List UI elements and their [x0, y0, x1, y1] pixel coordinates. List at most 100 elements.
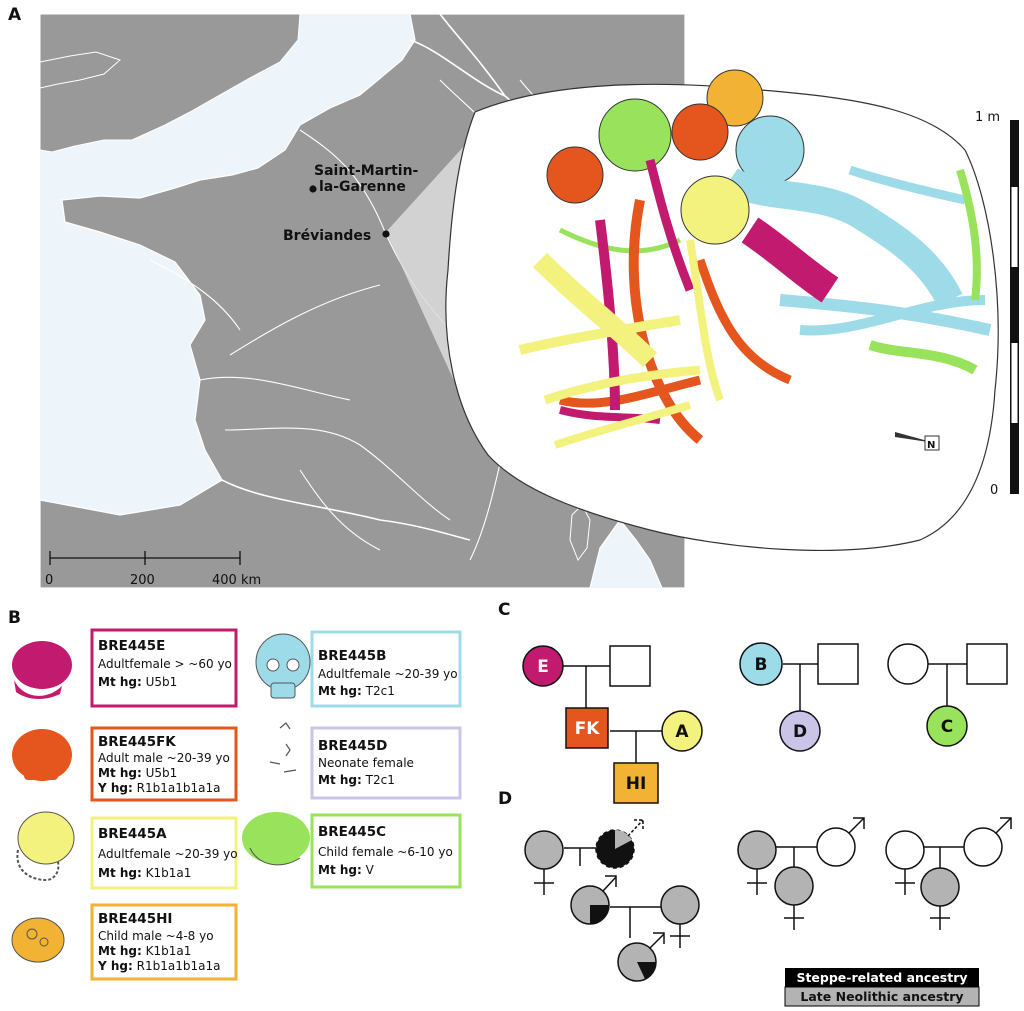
pedigree-node-d: [779, 710, 821, 752]
skull-icon-e: [12, 641, 72, 699]
bre445fk-mt: U5b1: [146, 766, 178, 780]
north-arrow: N: [895, 432, 940, 451]
pedigree-node-c: [926, 705, 968, 747]
ancestry-node-fk: [570, 875, 617, 925]
panel-label-d: D: [498, 789, 512, 809]
place-marker-breviandes: [382, 230, 390, 238]
legend-neolithic-swatch: [784, 986, 980, 1007]
bre445b-mt: T2c1: [365, 684, 395, 698]
bre445d-id: BRE445D: [318, 738, 387, 754]
bre445c-mt: V: [366, 863, 375, 877]
bre445d-desc: Neonate female: [318, 756, 414, 770]
svg-text:Mt hg: U5b1: Mt hg: U5b1: [98, 766, 177, 780]
bre445b-mt-label: Mt hg:: [318, 684, 362, 698]
skull-icon-hi: [11, 917, 65, 963]
pedigree-label-d: D: [793, 722, 807, 742]
ancestry-node-e: [524, 830, 564, 895]
pedigree-node-c-father: [966, 643, 1008, 685]
skull-icon-a: [16, 811, 75, 882]
ancestry-node-c: [920, 867, 960, 930]
info-box-bre445hi: BRE445HI Child male ~4-8 yo Mt hg: K1b1a…: [90, 903, 238, 981]
pedigree-node-hi: [613, 762, 659, 804]
place-marker-saint-martin: [309, 185, 317, 193]
pedigree-node-b: [739, 642, 783, 686]
skull-icon-fk: [12, 729, 72, 781]
bre445e-mt: U5b1: [146, 675, 178, 689]
bre445fk-id: BRE445FK: [98, 734, 176, 750]
pedigree-label-hi: HI: [626, 774, 647, 794]
bre445e-id: BRE445E: [98, 638, 165, 654]
skull-icon-c: [242, 812, 310, 866]
pedigree-node-c-mother: [887, 643, 929, 685]
bre445c-desc: Child female ~6-10 yo: [318, 845, 453, 859]
svg-text:Y hg: R1b1a1b1a1a: Y hg: R1b1a1b1a1a: [97, 959, 220, 973]
legend-steppe-swatch: [785, 968, 979, 987]
svg-text:Y hg: R1b1a1b1a1a: Y hg: R1b1a1b1a1a: [97, 781, 220, 795]
map-britain-west: [39, 51, 121, 89]
pedigree-c: E FK A HI B D C: [522, 642, 1008, 804]
place-label-breviandes: Bréviandes: [283, 228, 371, 244]
pedigree-node-b-mate: [817, 643, 859, 685]
bre445hi-y: R1b1a1b1a1a: [137, 959, 221, 973]
ancestry-node-c-mother: [885, 830, 925, 895]
bre445fk-y-label: Y hg:: [97, 781, 133, 795]
pedigree-label-fk: FK: [575, 719, 601, 739]
ancestry-node-d: [774, 866, 814, 930]
svg-text:Mt hg: K1b1a1: Mt hg: K1b1a1: [98, 866, 191, 880]
bre445d-mt-label: Mt hg:: [318, 773, 362, 787]
pedigree-node-e: [522, 645, 564, 687]
ancestry-node-hi: [617, 932, 665, 982]
pedigree-node-e-mate: [609, 645, 651, 687]
bre445d-mt: T2c1: [365, 773, 395, 787]
plan-scale-top-label: 1 m: [975, 110, 1000, 125]
bre445fk-mt-label: Mt hg:: [98, 766, 142, 780]
bre445fk-y: R1b1a1b1a1a: [137, 781, 221, 795]
info-box-bre445e: BRE445E Adultfemale > ~60 yo Mt hg: U5b1: [90, 628, 238, 708]
panel-label-a: A: [8, 5, 22, 25]
grave-plan: N: [445, 69, 999, 551]
bre445a-mt: K1b1a1: [146, 866, 192, 880]
svg-text:Mt hg: T2c1: Mt hg: T2c1: [318, 773, 395, 787]
bre445a-desc: Adultfemale ~20-39 yo: [98, 847, 238, 861]
map-scale-label-200: 200: [130, 573, 155, 588]
place-label-saint-martin-line1: Saint-Martin-: [314, 163, 419, 179]
plan-scale-bottom-label: 0: [990, 483, 998, 498]
pedigree-d: [524, 817, 1012, 982]
ancestry-node-b: [737, 830, 777, 895]
bre445e-mt-label: Mt hg:: [98, 675, 142, 689]
plan-scale-bar: 1 m 0: [975, 110, 1019, 498]
bre445b-desc: Adultfemale ~20-39 yo: [318, 667, 458, 681]
panel-label-b: B: [8, 608, 21, 628]
pedigree-label-e: E: [537, 657, 549, 677]
bone-fragments-icon-d: [269, 722, 297, 773]
pedigree-label-c: C: [941, 717, 953, 737]
bre445c-mt-label: Mt hg:: [318, 863, 362, 877]
ancestry-node-unsampled-male: [595, 819, 644, 869]
bre445a-mt-label: Mt hg:: [98, 866, 142, 880]
map-scale-label-0: 0: [45, 573, 53, 588]
north-arrow-label: N: [927, 440, 935, 451]
ancestry-legend: Steppe-related ancestry Late Neolithic a…: [784, 968, 980, 1007]
pedigree-label-a: A: [675, 722, 689, 742]
pedigree-node-a: [661, 710, 703, 752]
ancestry-node-a: [660, 885, 700, 948]
bre445e-desc: Adultfemale > ~60 yo: [98, 657, 232, 671]
info-box-bre445fk: BRE445FK Adult male ~20-39 yo Mt hg: U5b…: [90, 726, 238, 802]
bre445a-id: BRE445A: [98, 826, 167, 842]
pedigree-label-b: B: [755, 655, 768, 675]
svg-text:Mt hg: K1b1a1: Mt hg: K1b1a1: [98, 944, 191, 958]
ancestry-node-b-mate: [816, 817, 865, 867]
skull-icon-b: [255, 633, 311, 699]
ancestry-node-c-father: [963, 817, 1012, 867]
info-box-bre445b: BRE445B Adultfemale ~20-39 yo Mt hg: T2c…: [310, 630, 462, 708]
bre445c-id: BRE445C: [318, 824, 386, 840]
legend-steppe-label: Steppe-related ancestry: [796, 970, 967, 985]
info-box-bre445a: BRE445A Adultfemale ~20-39 yo Mt hg: K1b…: [90, 816, 238, 890]
map-scale-bar: [49, 551, 241, 565]
legend-neolithic-label: Late Neolithic ancestry: [800, 989, 963, 1004]
skeleton-remains: [518, 69, 992, 449]
map-scale-label-400: 400 km: [212, 573, 261, 588]
bre445fk-desc: Adult male ~20-39 yo: [98, 751, 230, 765]
pedigree-node-fk: [565, 707, 609, 749]
